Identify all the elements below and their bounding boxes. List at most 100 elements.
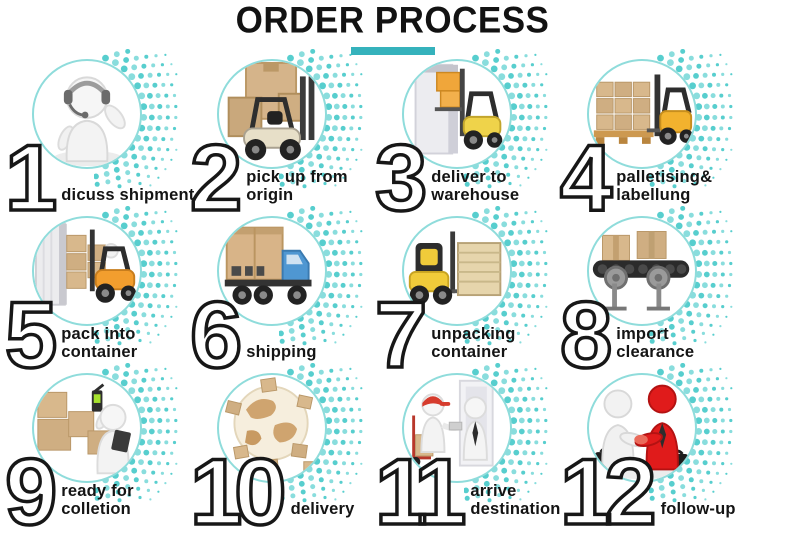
process-step: 10 delivery — [185, 363, 370, 540]
globe-parcels-icon — [219, 375, 325, 481]
page-title: ORDER PROCESS — [235, 0, 550, 41]
step-number: 1 — [3, 124, 59, 230]
step-label-line1: follow-up — [660, 499, 736, 518]
step-label: pick up from origin — [246, 167, 348, 204]
step-caption-row: 8 import clearance — [558, 281, 785, 387]
step-illustration-circle — [587, 373, 697, 484]
cargo-truck-icon — [219, 218, 325, 324]
step-number: 2 — [188, 124, 244, 230]
process-step: 3 deliver to warehouse — [370, 49, 555, 226]
step-label-line2: container — [431, 342, 508, 361]
process-step: 7 unpacking container — [370, 206, 555, 383]
step-number: 4 — [558, 124, 614, 230]
process-step: 8 import clearance — [555, 206, 785, 387]
step-label: deliver to warehouse — [431, 167, 520, 204]
halftone-dots-decoration — [278, 206, 364, 346]
process-step: 4 palletising& labellung — [555, 49, 785, 230]
process-step: 12 follow-up — [555, 363, 785, 544]
step-illustration-circle — [587, 59, 697, 170]
forklift-crate-icon — [404, 218, 510, 324]
step-illustration-circle — [402, 216, 512, 327]
step-caption-row: 7 unpacking container — [373, 281, 560, 387]
step-label-line2: labellung — [616, 185, 691, 204]
step-number: 10 — [188, 438, 288, 544]
step-illustration-circle — [217, 216, 327, 327]
halftone-dots-decoration — [278, 363, 364, 503]
step-illustration-circle — [217, 373, 327, 484]
step-label-line1: pack into — [61, 324, 136, 343]
step-label: follow-up — [660, 499, 736, 519]
step-label-line2: colletion — [61, 499, 131, 518]
step-number: 5 — [3, 281, 59, 387]
step-caption-row: 11 arrive destination — [373, 438, 561, 544]
step-label-line2: origin — [246, 185, 294, 204]
step-label-line1: delivery — [290, 499, 355, 518]
forklift-container-icon — [34, 218, 140, 324]
step-caption-row: 6 shipping — [188, 281, 375, 387]
step-caption-row: 1 dicuss shipment — [3, 124, 194, 230]
step-label-line1: shipping — [246, 342, 317, 361]
worker-boxes-icon — [34, 375, 140, 481]
halftone-dots-decoration — [648, 363, 734, 503]
step-label-line1: pick up from — [246, 167, 348, 186]
page-header: ORDER PROCESS — [0, 0, 785, 56]
process-step: 9 ready for colletion — [0, 363, 185, 540]
step-caption-row: 12 follow-up — [558, 438, 785, 544]
step-number: 8 — [558, 281, 614, 387]
process-step: 11 arrive destination — [370, 363, 560, 540]
step-label-line2: warehouse — [431, 185, 520, 204]
step-number: 6 — [188, 281, 244, 387]
step-label: import clearance — [616, 324, 695, 361]
step-number: 9 — [3, 438, 59, 544]
process-step: 2 pick up from origin — [185, 49, 370, 230]
forklift-pallet-icon — [589, 61, 695, 167]
step-label: shipping — [246, 342, 317, 362]
step-label-line1: arrive — [470, 481, 517, 500]
step-caption-row: 4 palletising& labellung — [558, 124, 785, 230]
courier-handoff-icon — [404, 375, 510, 481]
step-illustration-circle — [402, 373, 512, 484]
step-label-line2: clearance — [616, 342, 695, 361]
step-label: unpacking container — [431, 324, 516, 361]
step-label: arrive destination — [470, 481, 561, 518]
step-caption-row: 10 delivery — [188, 438, 375, 544]
step-label-line1: palletising& — [616, 167, 713, 186]
process-step: 6 shipping — [185, 206, 370, 383]
step-label-line2: destination — [470, 499, 561, 518]
step-caption-row: 5 pack into container — [3, 281, 190, 387]
step-illustration-circle — [32, 373, 142, 484]
step-illustration-circle — [32, 59, 142, 170]
step-label: ready for colletion — [61, 481, 134, 518]
forklift-boxes-icon — [219, 61, 325, 167]
step-illustration-circle — [587, 216, 697, 327]
support-agent-icon — [34, 61, 140, 167]
step-label: dicuss shipment — [61, 185, 195, 205]
process-grid: 1 dicuss shipment 2 pick up from origin … — [0, 49, 785, 544]
step-label-line1: unpacking — [431, 324, 516, 343]
step-label-line1: import — [616, 324, 669, 343]
step-number: 7 — [373, 281, 429, 387]
step-illustration-circle — [217, 59, 327, 170]
step-caption-row: 9 ready for colletion — [3, 438, 190, 544]
step-label-line1: dicuss shipment — [61, 185, 195, 204]
step-label-line2: container — [61, 342, 138, 361]
forklift-warehouse-icon — [404, 61, 510, 167]
title-underline — [350, 47, 435, 56]
step-label-line1: deliver to — [431, 167, 507, 186]
step-label: pack into container — [61, 324, 138, 361]
step-illustration-circle — [32, 216, 142, 327]
process-step: 5 pack into container — [0, 206, 185, 383]
step-number: 12 — [558, 438, 658, 544]
step-label-line1: ready for — [61, 481, 134, 500]
handshake-icon — [589, 375, 695, 481]
step-number: 3 — [373, 124, 429, 230]
halftone-dots-decoration — [648, 206, 734, 346]
step-illustration-circle — [402, 59, 512, 170]
process-step: 1 dicuss shipment — [0, 49, 194, 226]
step-caption-row: 3 deliver to warehouse — [373, 124, 560, 230]
step-label: palletising& labellung — [616, 167, 713, 204]
halftone-dots-decoration — [463, 49, 549, 189]
step-number: 11 — [373, 438, 468, 544]
halftone-dots-decoration — [93, 206, 179, 346]
conveyor-belt-icon — [589, 218, 695, 324]
